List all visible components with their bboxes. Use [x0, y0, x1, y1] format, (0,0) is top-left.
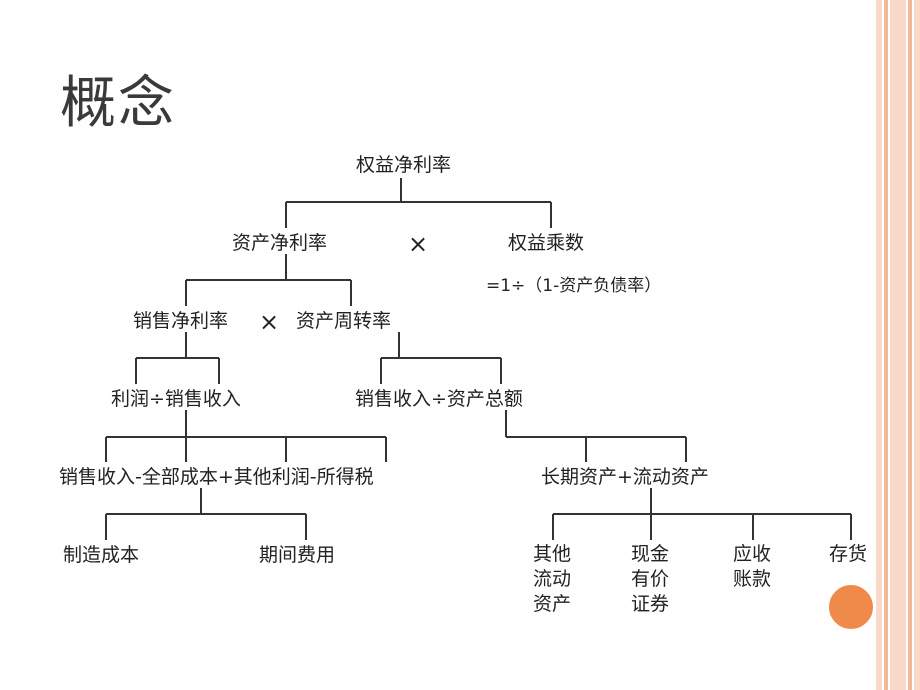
stripe-1 [876, 0, 882, 690]
node-equity-multiplier: 权益乘数 [505, 232, 588, 254]
slide-title: 概念 [60, 71, 176, 136]
node-receivables: 应收 账款 [730, 542, 775, 592]
decorative-circle [826, 582, 876, 632]
node-manufacturing-cost: 制造成本 [60, 544, 143, 566]
stripe-3 [890, 0, 906, 690]
dupont-diagram: 权益净利率 资产净利率 × 权益乘数 =1÷（1-资产负债率） 销售净利率 × … [56, 150, 872, 622]
decorative-stripes [876, 0, 920, 690]
node-asset-turnover: 资产周转率 [293, 310, 395, 332]
multiply-operator-1: × [408, 230, 429, 258]
node-sales-over-assets: 销售收入÷资产总额 [352, 388, 526, 410]
node-inventory: 存货 [826, 542, 871, 567]
node-cash-securities: 现金 有价 证券 [628, 542, 673, 617]
node-net-profit-margin: 销售净利率 [130, 310, 232, 332]
node-profit-over-sales: 利润÷销售收入 [108, 388, 244, 410]
equity-multiplier-formula: =1÷（1-资产负债率） [486, 276, 662, 296]
connector-lines [105, 178, 852, 540]
node-other-current-assets: 其他 流动 资产 [530, 542, 575, 617]
node-roa: 资产净利率 [229, 232, 331, 254]
multiply-operator-2: × [259, 308, 280, 336]
node-net-profit-formula: 销售收入-全部成本+其他利润-所得税 [56, 466, 377, 488]
node-roe: 权益净利率 [353, 154, 455, 176]
stripe-5 [914, 0, 920, 690]
node-period-expense: 期间费用 [256, 544, 339, 566]
stripe-4 [908, 0, 912, 690]
stripe-2 [884, 0, 888, 690]
node-total-assets: 长期资产+流动资产 [538, 466, 712, 488]
